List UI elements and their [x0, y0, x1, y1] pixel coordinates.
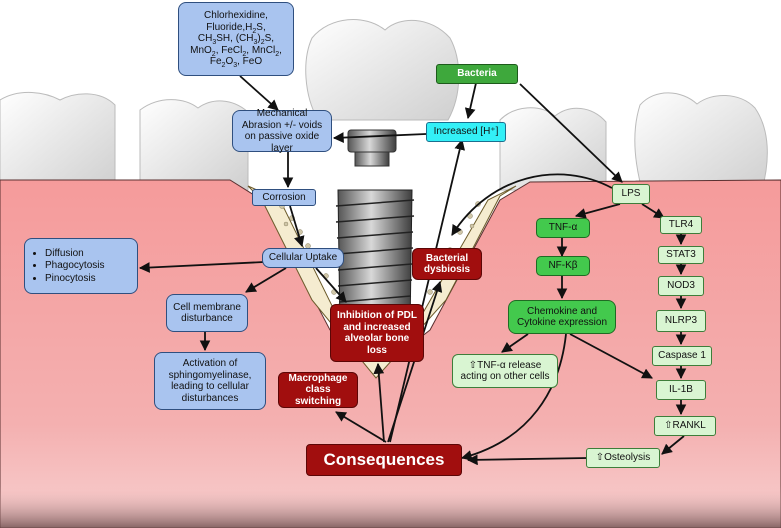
tnf-alpha-box: TNF-α: [536, 218, 590, 238]
arrow-icon: [661, 435, 685, 455]
mechanical-abrasion-box: Mechanical Abrasion +/- voids on passive…: [232, 108, 332, 154]
arrow-icon: [501, 333, 529, 353]
inhibition-pdl-box: Inhibition of PDL and increased alveolar…: [330, 304, 424, 362]
up-arrow-icon: ⇧: [595, 452, 605, 464]
consequences-box: Consequences: [306, 444, 462, 476]
implant-crown: [305, 19, 460, 121]
chemokine-box: Chemokine and Cytokine expression: [508, 300, 616, 334]
cellular-uptake-box: Cellular Uptake: [262, 248, 344, 268]
nf-kb-box: NF-Kβ: [536, 256, 590, 276]
arrow-icon: [289, 205, 305, 248]
arrow-icon: [464, 82, 477, 120]
caspase-box: Caspase 1: [652, 346, 712, 366]
cell-membrane-box: Cell membrane disturbance: [166, 294, 248, 332]
arrow-icon: [389, 138, 465, 443]
arrows: [138, 75, 687, 466]
chemicals-line-1: Chlorhexidine,: [204, 10, 268, 22]
tnf-release-box: ⇧TNF-α release acting on other cells: [452, 354, 558, 388]
uptake-mechanisms-list: Diffusion Phagocytosis Pinocytosis: [29, 247, 104, 286]
arrow-icon: [641, 203, 665, 219]
bacteria-box: Bacteria: [436, 64, 518, 84]
list-item: Pinocytosis: [45, 273, 104, 285]
list-item: Phagocytosis: [45, 260, 104, 272]
arrow-icon: [239, 75, 279, 111]
activation-box: Activation of sphingomyelinase, leading …: [154, 352, 266, 410]
arrow-icon: [332, 132, 427, 143]
bacterial-dysbiosis-box: Bacterial dysbiosis: [412, 248, 482, 280]
lps-box: LPS: [612, 184, 650, 204]
tooth-right-1: [499, 107, 607, 191]
up-arrow-icon: ⇧: [468, 359, 478, 371]
chemicals-box: Chlorhexidine, Fluoride,H2S, CH3SH, (CH3…: [178, 2, 294, 76]
macrophage-switching-box: Macrophage class switching: [278, 372, 358, 408]
tooth-left-1: [0, 91, 116, 191]
tlr4-box: TLR4: [660, 216, 702, 234]
nod3-box: NOD3: [658, 276, 704, 296]
rankl-box: ⇧RANKL: [654, 416, 716, 436]
uptake-mechanisms-box: Diffusion Phagocytosis Pinocytosis: [24, 238, 138, 294]
corrosion-box: Corrosion: [252, 189, 316, 206]
chemicals-line-3: CH3SH, (CH3)2S,: [197, 33, 275, 47]
chemicals-line-5: Fe2O3, FeO: [209, 56, 263, 70]
list-item: Diffusion: [45, 248, 104, 260]
arrow-icon: [574, 203, 621, 219]
arrow-icon: [451, 173, 613, 236]
arrow-icon: [569, 333, 653, 379]
arrow-icon: [519, 83, 623, 183]
osteolysis-box: ⇧Osteolysis: [586, 448, 660, 468]
arrow-icon: [373, 362, 385, 443]
arrow-icon: [138, 261, 265, 273]
arrow-icon: [466, 454, 589, 466]
arrow-icon: [245, 267, 287, 293]
increased-h-box: Increased [H⁺]: [426, 122, 506, 142]
nlrp3-box: NLRP3: [656, 310, 706, 332]
arrow-icon: [315, 267, 347, 303]
stat3-box: STAT3: [658, 246, 704, 264]
arrow-icon: [460, 333, 567, 461]
up-arrow-icon: ⇧: [664, 420, 673, 432]
il1b-box: IL-1B: [656, 380, 706, 400]
chemicals-line-4: MnO2, FeCl2, MnCl2,: [190, 44, 282, 58]
arrow-icon: [335, 411, 387, 443]
tooth-right-2: [634, 92, 768, 191]
chemicals-line-2: Fluoride,H2S,: [206, 21, 266, 35]
